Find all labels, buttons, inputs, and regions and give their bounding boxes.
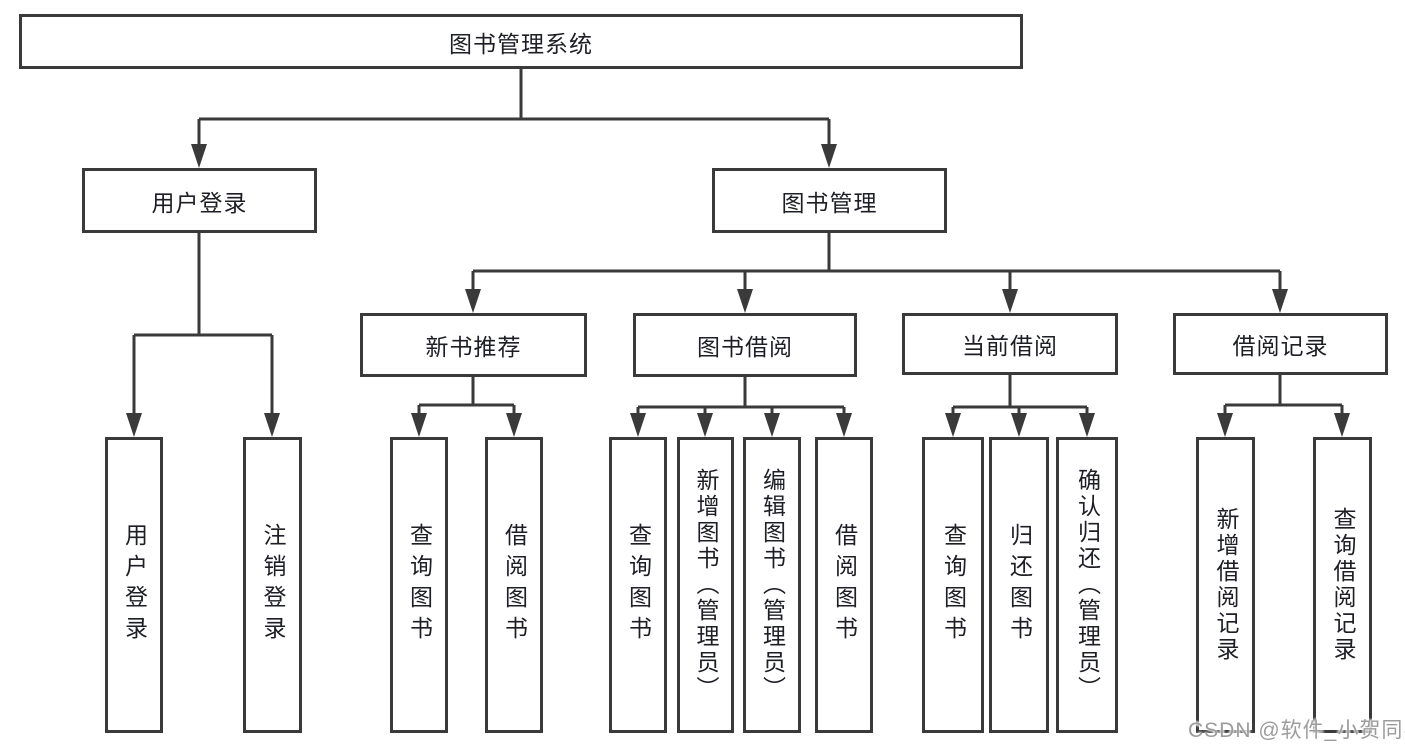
csdn-watermark: CSDN @软件_小贺同学 [1188,719,1405,742]
leaf-query-borrow-record: 查询借阅记录 [1313,437,1372,733]
leaf-borrow-books-recommend: 借阅图书 [485,437,543,733]
node-book-management: 图书管理 [712,168,947,233]
node-book-borrow: 图书借阅 [633,313,857,377]
leaf-logout: 注销登录 [243,437,302,733]
leaf-add-borrow-record: 新增借阅记录 [1196,437,1255,733]
leaf-user-login: 用户登录 [105,437,163,733]
leaf-query-books-borrow: 查询图书 [609,437,667,733]
node-borrow-records: 借阅记录 [1173,313,1388,375]
leaf-query-books-current: 查询图书 [922,437,984,733]
leaf-edit-books-admin: 编辑图书（管理员） [743,437,801,733]
leaf-add-books-admin: 新增图书（管理员） [677,437,734,733]
leaf-borrow-books: 借阅图书 [815,437,873,733]
node-user-login: 用户登录 [82,168,317,233]
arrowheads [126,144,1350,437]
leaf-query-books-recommend: 查询图书 [390,437,448,733]
leaf-return-books: 归还图书 [989,437,1049,733]
connector-lines [132,69,1344,419]
node-current-borrow: 当前借阅 [902,313,1118,375]
leaf-confirm-return-admin: 确认归还（管理员） [1056,437,1118,733]
node-new-book-recommend: 新书推荐 [360,313,587,377]
node-library-management-system: 图书管理系统 [19,14,1023,69]
